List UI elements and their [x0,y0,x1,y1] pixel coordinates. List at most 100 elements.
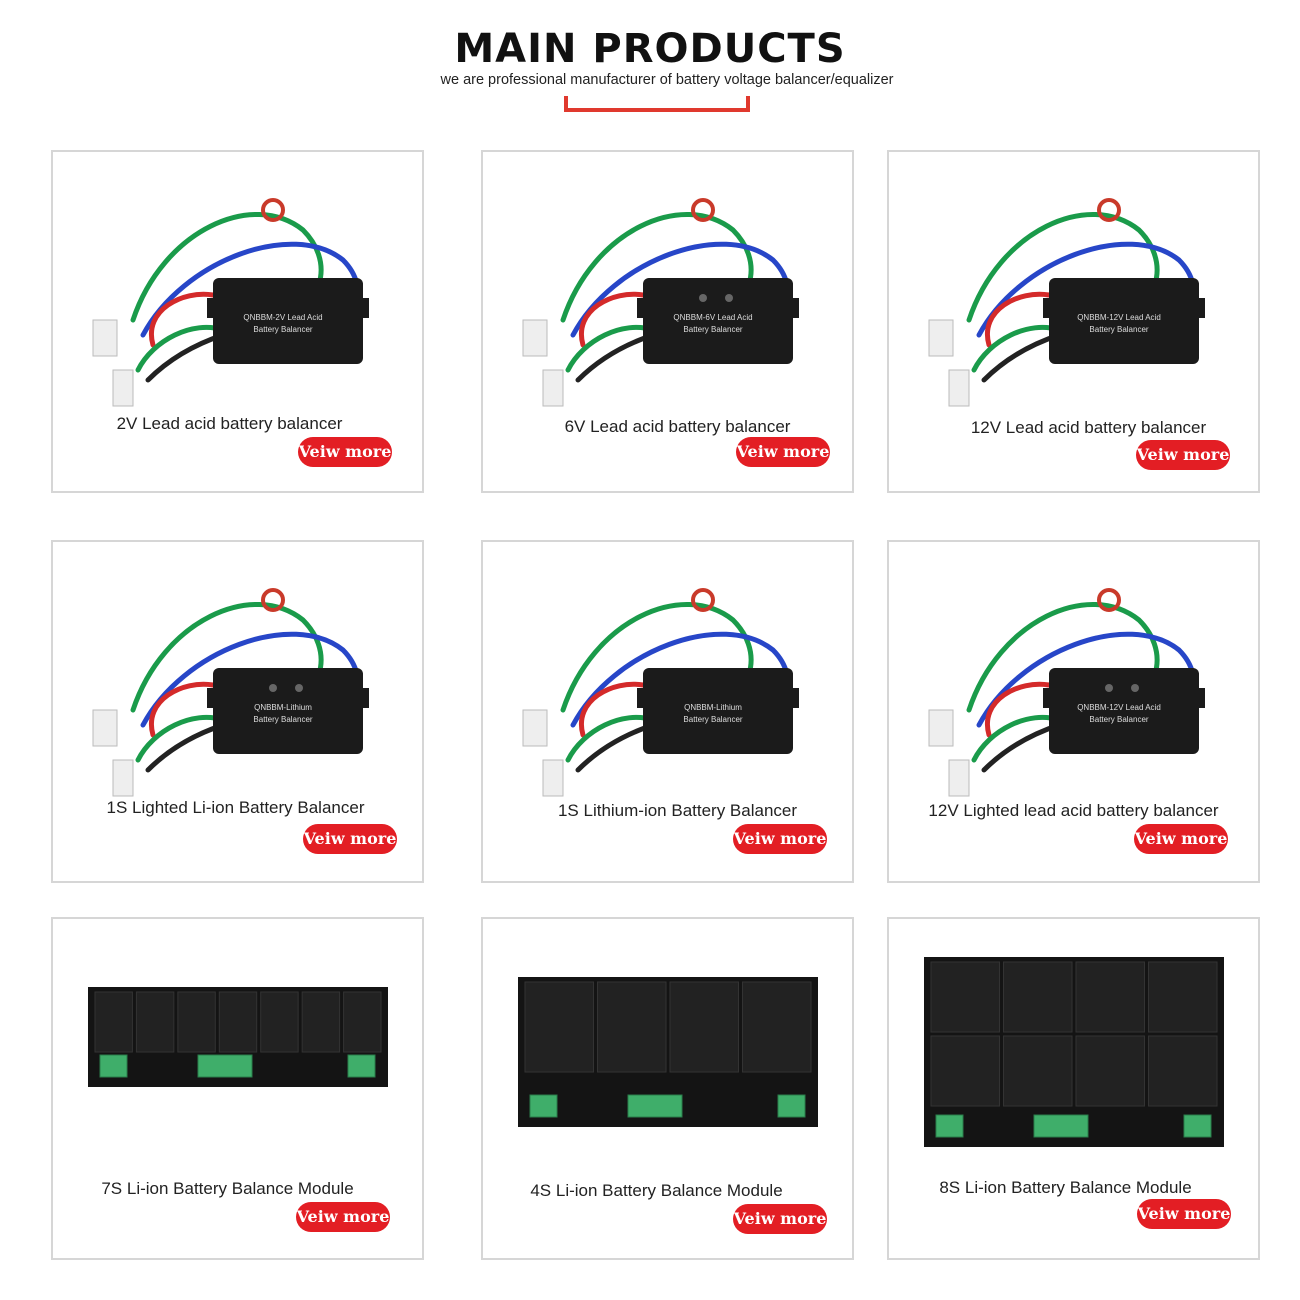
module-block [260,991,299,1053]
balancer-box [643,278,793,364]
mount-tab [207,298,217,318]
mount-tab [1043,688,1053,708]
mount-tab [207,688,217,708]
view-more-button[interactable]: Veiw more [303,824,397,854]
connector [928,709,954,747]
view-more-button[interactable]: Veiw more [298,437,392,467]
module-block [1075,961,1145,1033]
ring-terminal [691,588,715,612]
device-label-text: Battery Balancer [1089,325,1148,334]
device-label-text: QNBBM-2V Lead Acid [243,313,322,322]
module-block [94,991,133,1053]
product-name: 12V Lighted lead acid battery balancer [928,801,1219,820]
terminal-block [197,1054,253,1078]
mount-tab [1195,688,1205,708]
product-name: 1S Lighted Li-ion Battery Balancer [106,798,365,817]
module-block [177,991,216,1053]
view-more-button[interactable]: Veiw more [296,1202,390,1232]
ring-terminal [261,198,285,222]
connector [92,709,118,747]
device-label-text: Battery Balancer [683,325,742,334]
page-subtitle: we are professional manufacturer of batt… [440,72,894,88]
module-block [1003,1035,1073,1107]
mount-tab [637,298,647,318]
product-card-7s-module[interactable]: 7S Li-ion Battery Balance Module Veiw mo… [51,917,424,1260]
ring-terminal [1097,198,1121,222]
connector [522,709,548,747]
view-more-button[interactable]: Veiw more [733,1204,827,1234]
module-block [1003,961,1073,1033]
view-more-button[interactable]: Veiw more [1136,440,1230,470]
device-label-text: Battery Balancer [1089,715,1148,724]
led-indicator [725,294,733,302]
balancer-box [213,278,363,364]
view-more-button[interactable]: Veiw more [736,437,830,467]
mount-tab [359,298,369,318]
mount-tab [789,688,799,708]
mount-tab [359,688,369,708]
module-block [1148,961,1218,1033]
terminal-block [777,1094,806,1118]
mount-tab [789,298,799,318]
connector [92,319,118,357]
ring-terminal [1097,588,1121,612]
product-image-7s-module [88,987,388,1087]
connector [542,369,564,407]
product-image-4s-module [518,977,818,1127]
module-block [1075,1035,1145,1107]
product-card-8s-module[interactable]: 8S Li-ion Battery Balance Module Veiw mo… [887,917,1260,1260]
connector [112,369,134,407]
device-label-text: QNBBM-6V Lead Acid [673,313,752,322]
product-name: 6V Lead acid battery balancer [564,417,791,436]
product-name: 2V Lead acid battery balancer [116,414,343,433]
device-label-text: QNBBM-Lithium [254,703,312,712]
view-more-button[interactable]: Veiw more [733,824,827,854]
balancer-box [1049,668,1199,754]
mount-tab [637,688,647,708]
terminal-block [99,1054,128,1078]
view-more-button[interactable]: Veiw more [1134,824,1228,854]
device-label-text: Battery Balancer [253,715,312,724]
mount-tab [1195,298,1205,318]
ring-terminal [261,588,285,612]
balancer-box [643,668,793,754]
page-title: MAIN PRODUCTS [454,26,846,72]
header: MAIN PRODUCTS we are professional manufa… [0,0,1300,130]
led-indicator [295,684,303,692]
balancer-box [213,668,363,754]
module-block [742,981,812,1073]
terminal-block [627,1094,683,1118]
module-block [597,981,667,1073]
connector [522,319,548,357]
mount-tab [1043,298,1053,318]
module-block [524,981,594,1073]
device-label-text: QNBBM-Lithium [684,703,742,712]
terminal-block [1033,1114,1089,1138]
product-image-8s-module [924,957,1224,1147]
module-block [301,991,341,1053]
connector [112,759,134,797]
view-more-button[interactable]: Veiw more [1137,1199,1231,1229]
connector [948,759,970,797]
connector [542,759,564,797]
product-card-4s-module[interactable]: 4S Li-ion Battery Balance Module Veiw mo… [481,917,854,1260]
terminal-block [1183,1114,1212,1138]
terminal-block [529,1094,558,1118]
module-block [930,961,1000,1033]
device-label-text: Battery Balancer [253,325,312,334]
terminal-block [347,1054,376,1078]
product-name: 7S Li-ion Battery Balance Module [101,1179,354,1198]
device-label-text: QNBBM-12V Lead Acid [1077,313,1161,322]
